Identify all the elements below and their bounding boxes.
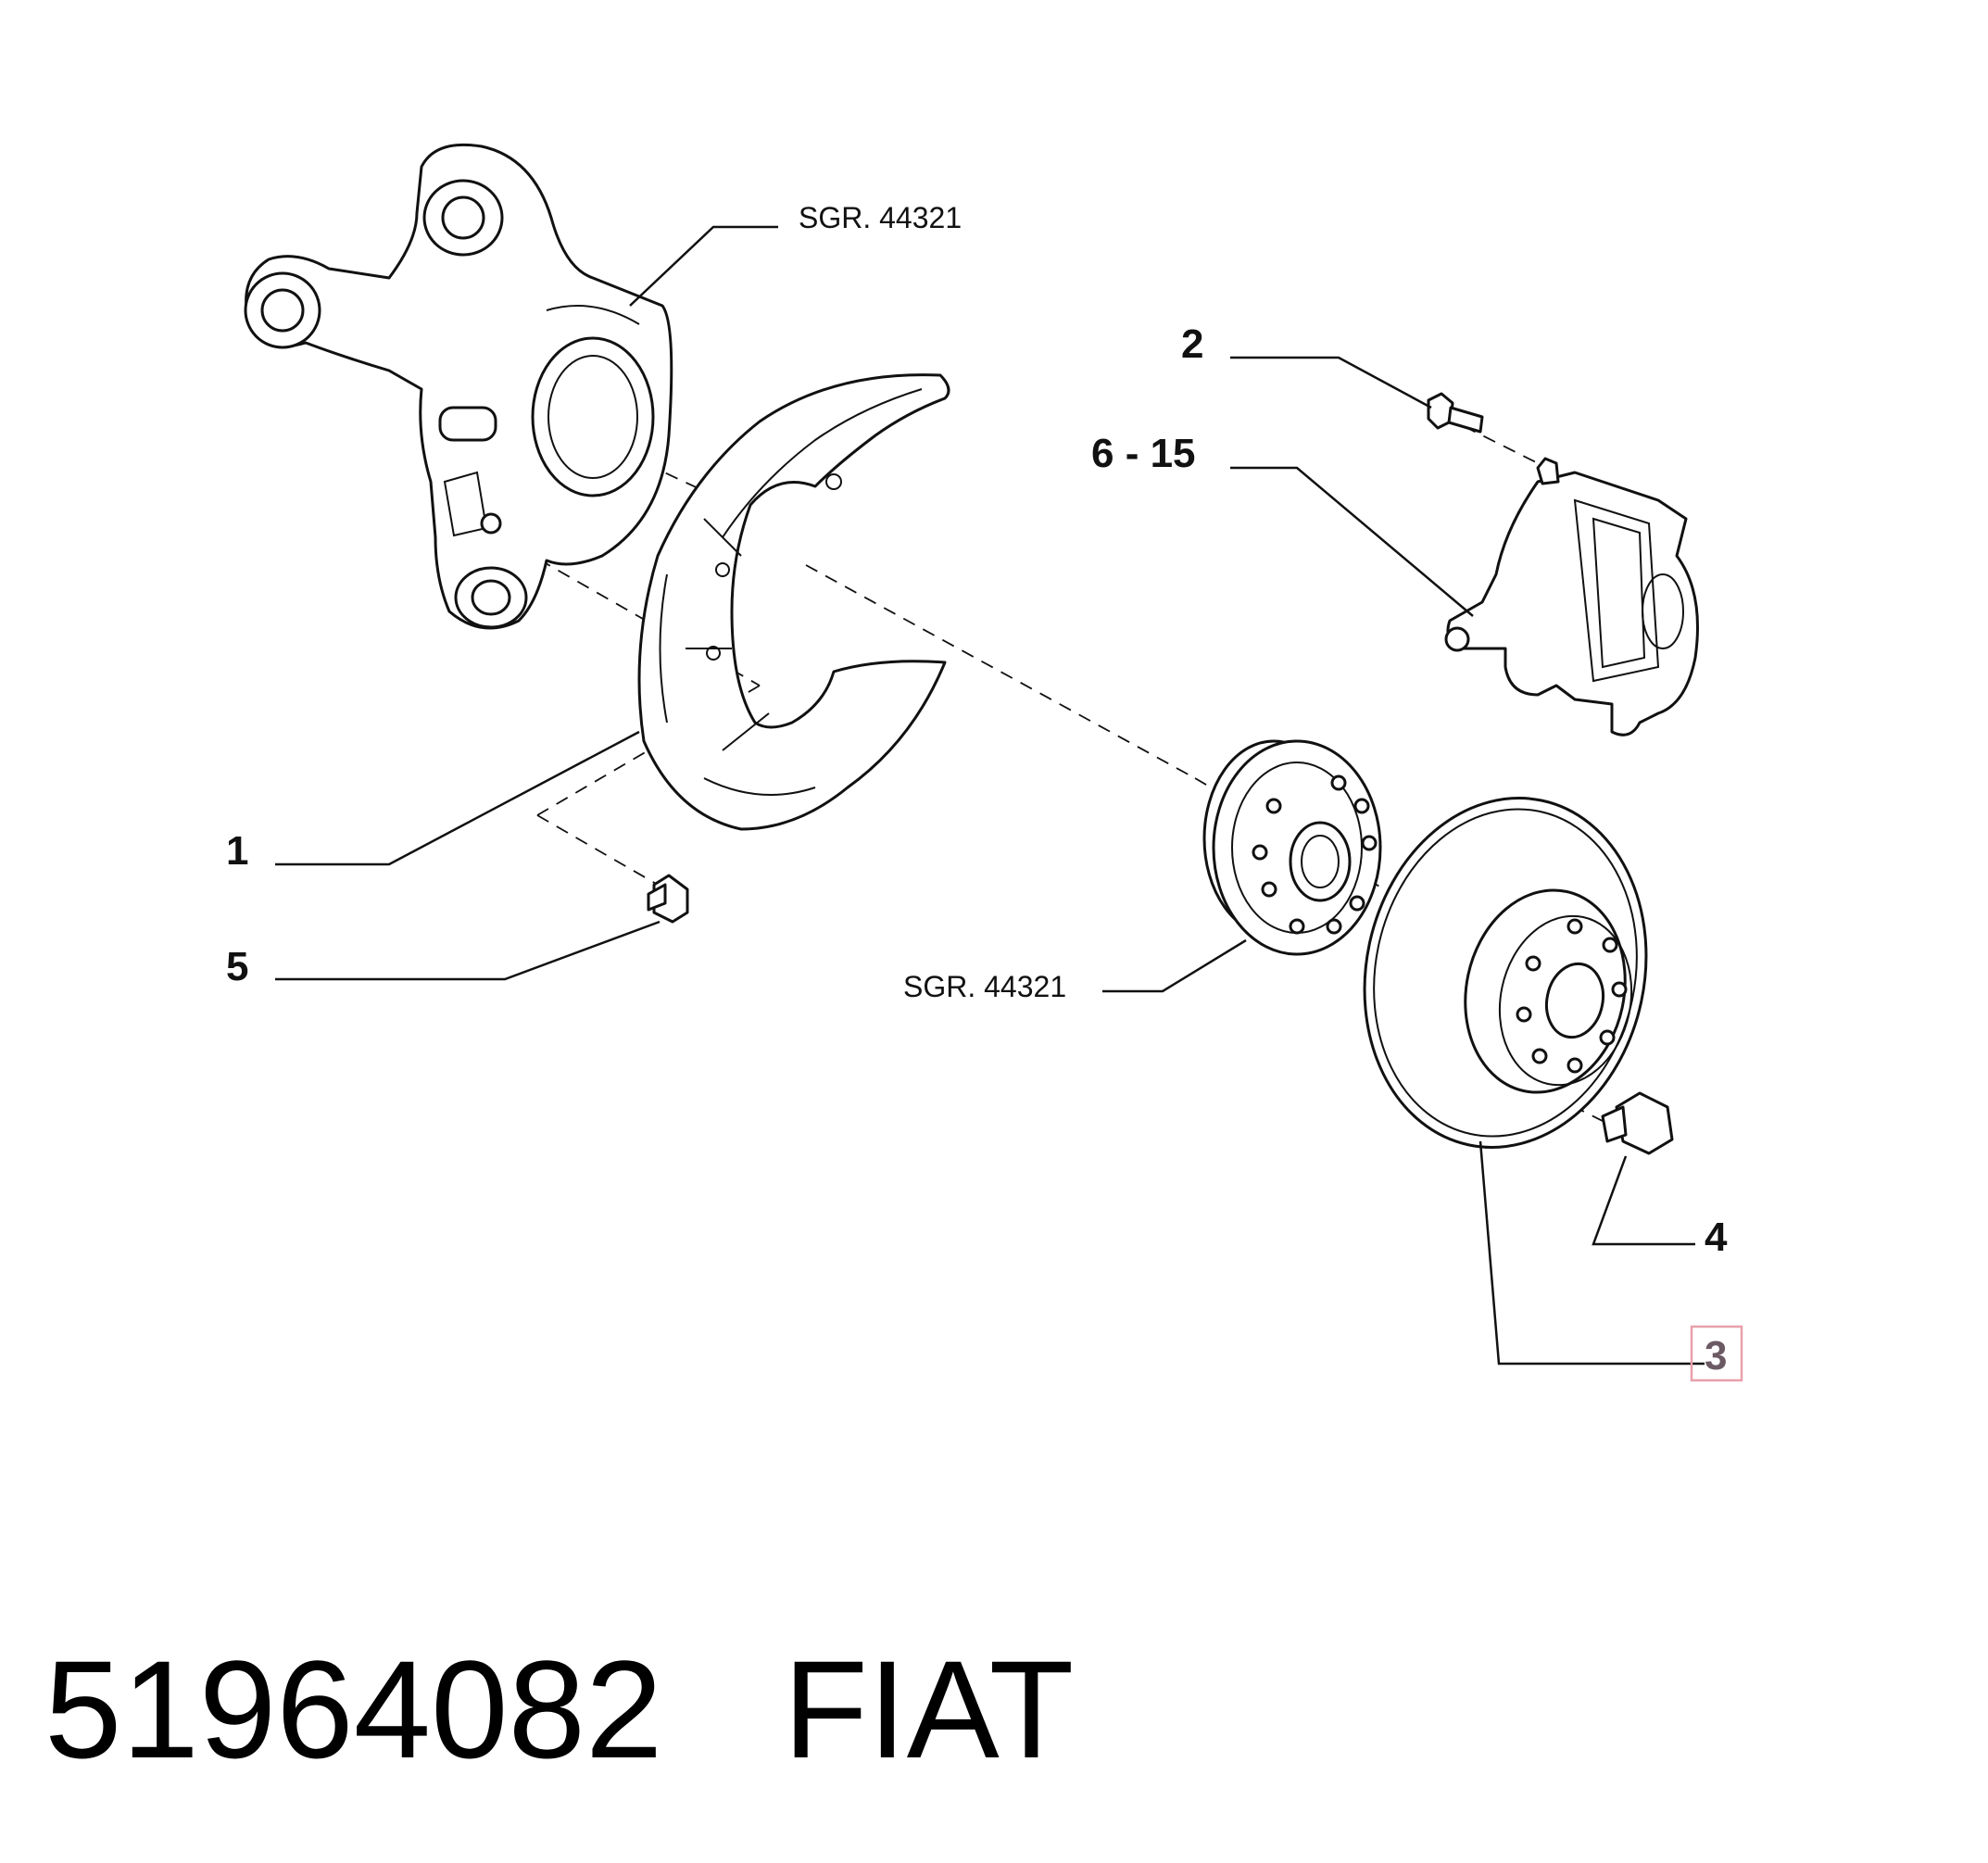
brake-backing-plate: [637, 373, 950, 831]
brand-name: FIAT: [783, 1631, 1075, 1787]
bolt-5: [647, 874, 689, 924]
brake-disc: [1363, 797, 1648, 1149]
callout-1: 1: [226, 828, 248, 874]
callout-sgr-44321-hub: SGR. 44321: [903, 970, 1066, 1003]
wheel-hub: [1202, 739, 1382, 956]
bolt-4: [1601, 1091, 1674, 1155]
callout-sgr-44321-top: SGR. 44321: [799, 201, 962, 234]
callout-2: 2: [1181, 321, 1203, 367]
part-number: 51964082: [44, 1631, 663, 1787]
brake-caliper: [1444, 457, 1699, 736]
callout-4: 4: [1705, 1215, 1728, 1260]
bolt-2: [1427, 392, 1484, 434]
leader-lines: [275, 225, 1705, 1366]
callout-6-15: 6 - 15: [1091, 431, 1196, 476]
callout-3: 3: [1705, 1333, 1727, 1378]
callout-5: 5: [226, 944, 248, 989]
steering-knuckle: [244, 143, 673, 630]
callout-3-highlight-box: [1690, 1325, 1743, 1382]
